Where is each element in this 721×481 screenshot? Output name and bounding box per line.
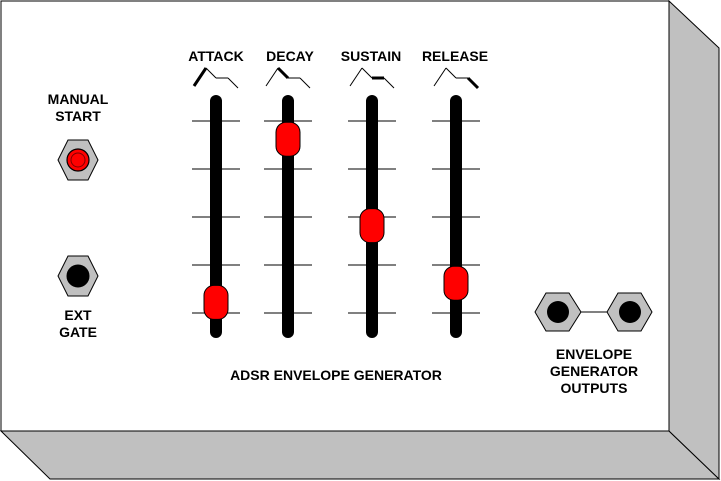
outputs-label-line1: ENVELOPE <box>555 346 633 362</box>
red-push-button-icon <box>66 148 90 172</box>
push-button-inner-ring <box>70 152 86 168</box>
slider-knob[interactable] <box>203 284 229 320</box>
decay-stage-icon <box>265 66 311 89</box>
stage-segment <box>466 76 480 90</box>
attack-stage-icon <box>192 67 239 89</box>
ext-gate-label: EXT GATE <box>28 307 128 341</box>
outputs-label: ENVELOPE GENERATOR OUTPUTS <box>534 346 654 397</box>
stage-segment <box>265 67 279 87</box>
slider-knob[interactable] <box>443 265 469 301</box>
panel-right-side <box>668 0 720 481</box>
slider-label-sustain: SUSTAIN <box>340 48 402 64</box>
stage-segment <box>445 67 457 79</box>
ext-gate-label-line2: GATE <box>59 324 97 340</box>
slider-track[interactable] <box>210 95 222 338</box>
output-jack-2[interactable] <box>606 292 653 332</box>
manual-start-button[interactable] <box>57 139 99 181</box>
stage-segment <box>383 77 395 89</box>
slider-knob[interactable] <box>359 208 385 244</box>
stage-segment <box>227 77 239 89</box>
panel-title: ADSR ENVELOPE GENERATOR <box>230 367 442 383</box>
manual-start-label: MANUAL START <box>28 91 128 125</box>
slider-bank <box>192 66 480 338</box>
stage-segment <box>192 67 208 87</box>
outputs-label-line3: OUTPUTS <box>560 380 628 396</box>
stage-segment <box>299 77 311 89</box>
stage-segment <box>361 67 373 79</box>
ext-gate-label-line1: EXT <box>64 307 92 323</box>
slider-decay[interactable] <box>264 66 312 338</box>
stage-segment <box>349 67 363 87</box>
jack-socket-icon <box>66 264 90 288</box>
panel-bottom-side <box>0 430 721 480</box>
jack-socket-icon <box>547 301 569 323</box>
slider-release[interactable] <box>432 67 480 338</box>
ext-gate-jack[interactable] <box>57 255 99 297</box>
jack-socket-icon <box>619 301 641 323</box>
slider-sustain[interactable] <box>348 67 396 338</box>
slider-label-attack: ATTACK <box>188 48 244 64</box>
manual-start-label-line1: MANUAL <box>47 91 109 107</box>
release-stage-icon <box>433 67 480 90</box>
sustain-stage-icon <box>349 67 395 89</box>
slider-track[interactable] <box>450 95 462 338</box>
outputs-label-line2: GENERATOR <box>549 363 639 379</box>
slider-attack[interactable] <box>192 67 240 338</box>
stage-segment <box>433 67 447 87</box>
panel-face <box>0 0 670 432</box>
slider-label-decay: DECAY <box>266 48 314 64</box>
slider-label-release: RELEASE <box>421 48 489 64</box>
slider-knob[interactable] <box>275 121 301 157</box>
manual-start-label-line2: START <box>55 108 101 124</box>
stage-segment <box>276 66 290 80</box>
output-jack-1[interactable] <box>534 292 582 332</box>
stage-segment <box>205 67 217 79</box>
